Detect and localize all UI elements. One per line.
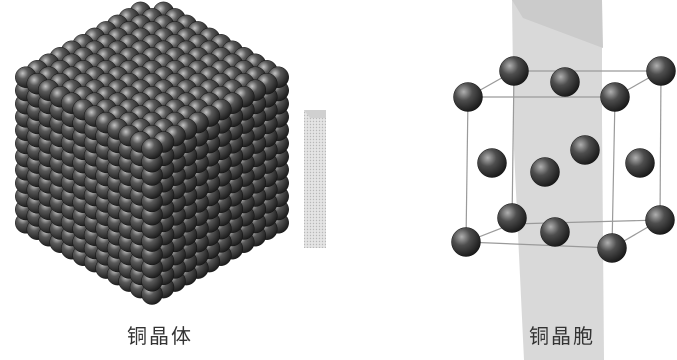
unit-cell-atom xyxy=(478,149,507,178)
unit-cell-edge xyxy=(612,97,615,248)
unit-cell-edge xyxy=(660,71,661,220)
crystal-shadow-bar xyxy=(304,110,326,248)
unit-cell-atom xyxy=(571,136,600,165)
unit-cell-atom xyxy=(541,218,570,247)
unit-cell-atom xyxy=(551,68,580,97)
crystal-atoms xyxy=(15,2,288,305)
unit-cell-atom xyxy=(626,149,655,178)
unit-cell-atom xyxy=(601,83,630,112)
crystal-caption: 铜晶体 xyxy=(110,320,210,349)
crystal-atom xyxy=(142,138,163,159)
unit-cell-atom xyxy=(498,204,527,233)
copper-crystal-lattice xyxy=(15,2,326,305)
unit-cell-caption: 铜晶胞 xyxy=(512,320,612,349)
copper-unit-cell xyxy=(452,0,676,360)
unit-cell-atom xyxy=(646,206,675,235)
unit-cell-edge xyxy=(512,71,514,224)
cell-cross-section-plane xyxy=(512,0,604,360)
unit-cell-atom xyxy=(531,158,560,187)
unit-cell-atom xyxy=(454,83,483,112)
unit-cell-atom xyxy=(598,234,627,263)
unit-cell-edge xyxy=(466,97,468,242)
unit-cell-atom xyxy=(500,57,529,86)
unit-cell-atom xyxy=(647,57,676,86)
unit-cell-atom xyxy=(452,228,481,257)
